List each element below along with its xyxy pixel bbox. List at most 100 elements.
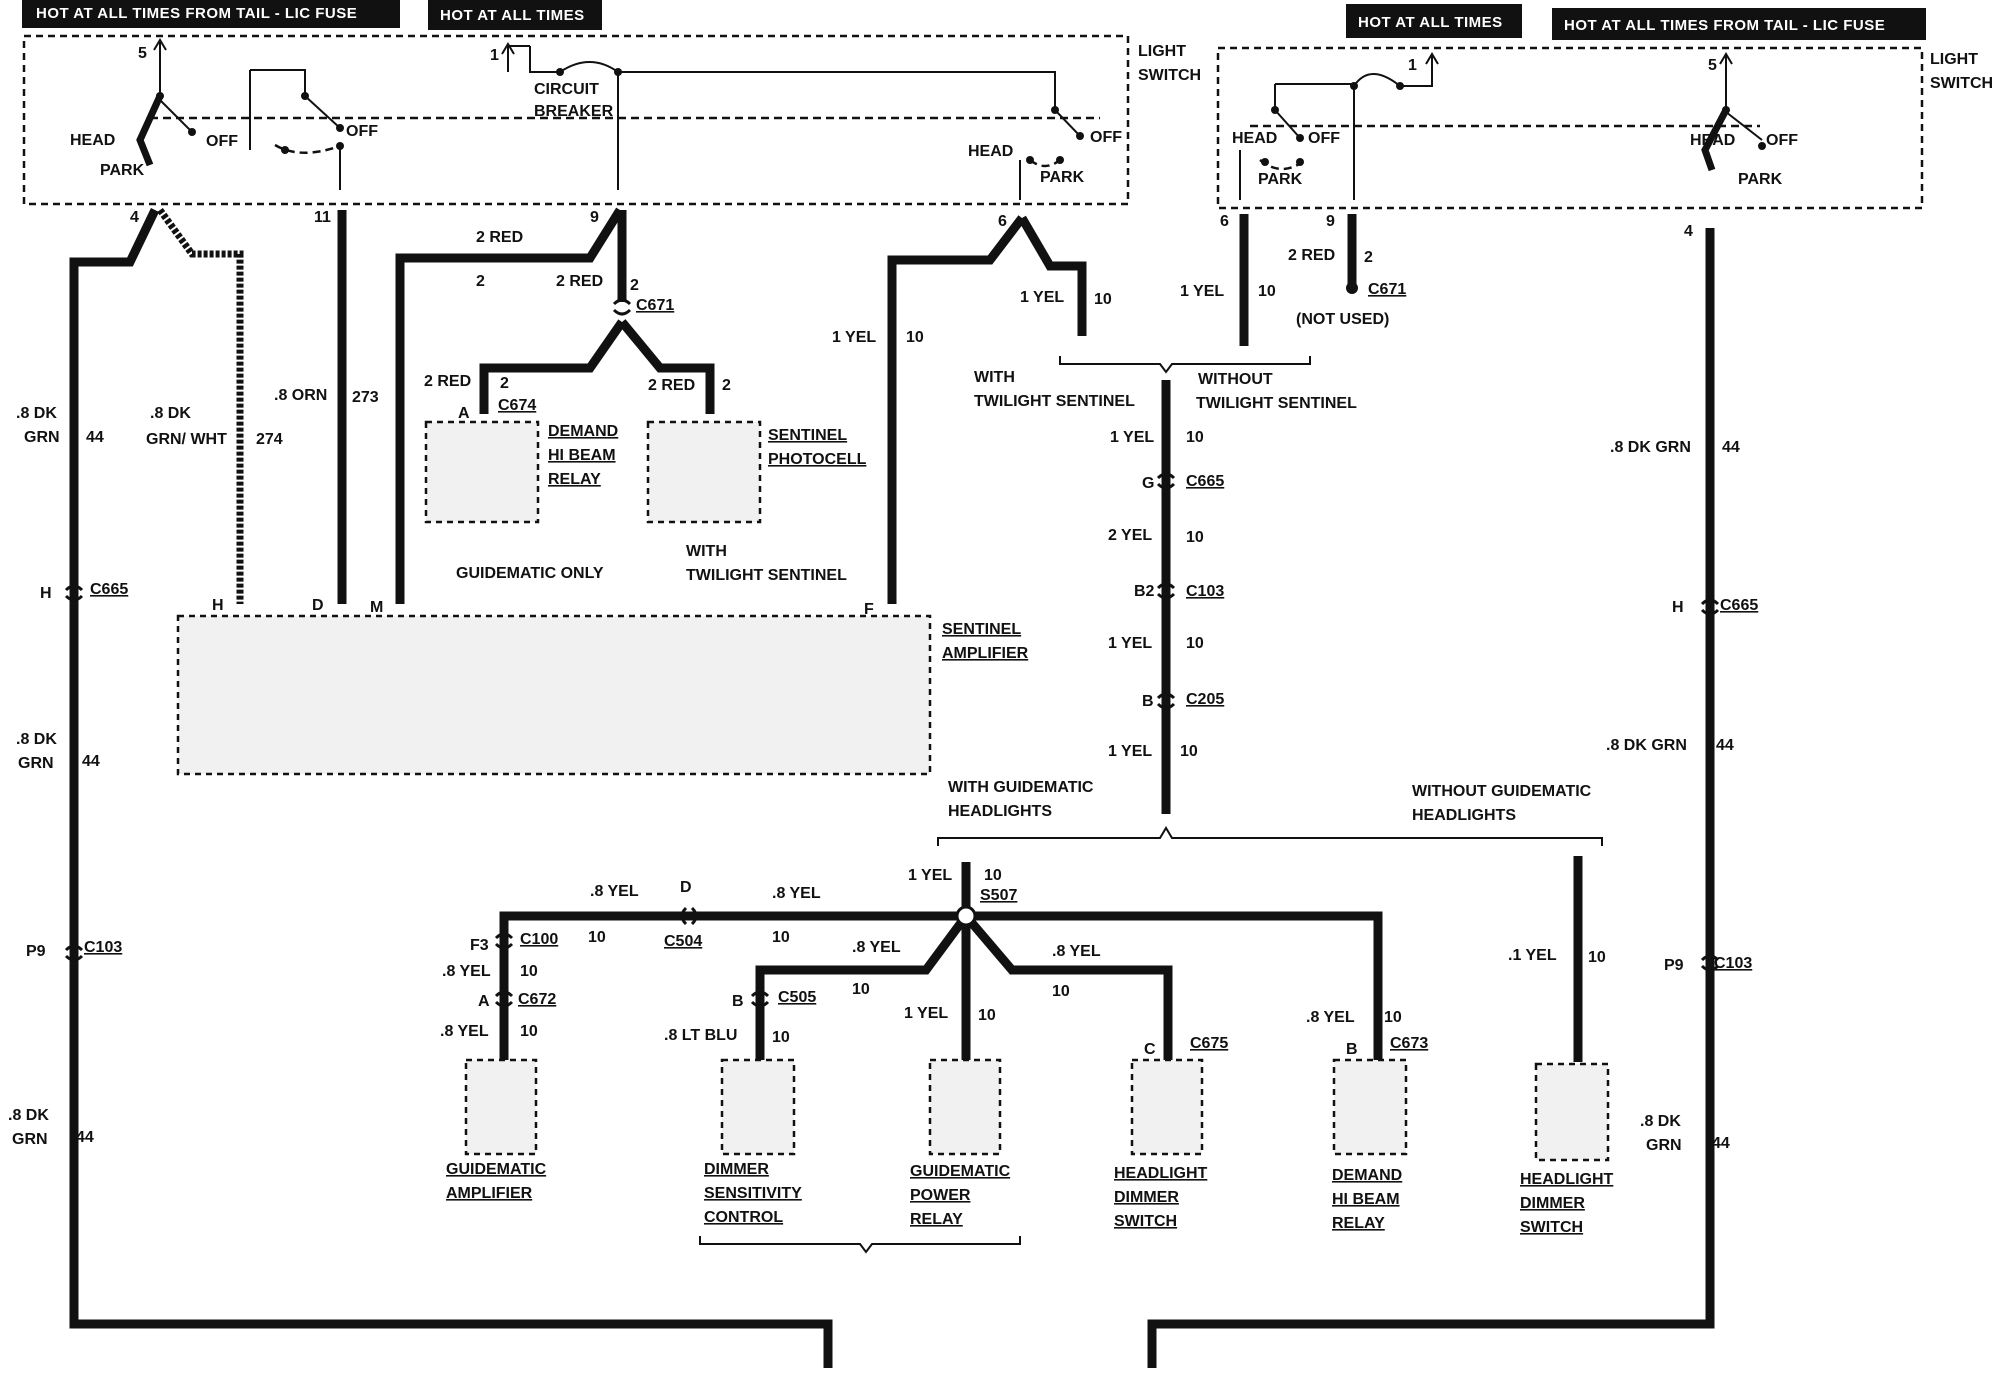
light-switch-right-box (1216, 46, 1924, 210)
banner-right-hot: HOT AT ALL TIMES (1346, 4, 1522, 38)
svg-text:GRN: GRN (18, 755, 54, 772)
pin-label: 6 (1220, 213, 1229, 230)
svg-text:C: C (1144, 1041, 1156, 1058)
svg-text:TWILIGHT SENTINEL: TWILIGHT SENTINEL (1196, 395, 1357, 412)
svg-text:.8 DK: .8 DK (150, 405, 191, 422)
svg-text:POWER: POWER (910, 1187, 971, 1204)
svg-text:DIMMER: DIMMER (1520, 1195, 1585, 1212)
switch-park-label: PARK (100, 162, 145, 179)
svg-text:.8 DK: .8 DK (1640, 1113, 1681, 1130)
svg-text:44: 44 (1722, 439, 1740, 456)
svg-text:.8 DK: .8 DK (16, 731, 57, 748)
switch-off-label: OFF (346, 123, 378, 140)
connector-labels: C665 H C103 P9 C665 H C103 P9 C671 C671 … (26, 281, 1758, 1058)
svg-text:A: A (458, 405, 470, 422)
svg-text:HEADLIGHTS: HEADLIGHTS (948, 803, 1052, 820)
svg-text:C665: C665 (1186, 473, 1224, 490)
svg-text:C671: C671 (636, 297, 674, 314)
wire-yel-branch-b (755, 913, 970, 1060)
wire-dk-grn-right (1147, 228, 1715, 1368)
svg-text:2: 2 (722, 377, 731, 394)
svg-text:WITH: WITH (974, 369, 1015, 386)
svg-text:.8 YEL: .8 YEL (590, 883, 639, 900)
svg-text:44: 44 (86, 429, 104, 446)
wire-yel-branch-c (962, 913, 1173, 1060)
headlight-dimmer-switch-2-box (1534, 1062, 1610, 1162)
svg-text:2 YEL: 2 YEL (1108, 527, 1152, 544)
wire-red-c674 (479, 319, 626, 414)
switch-park-label: PARK (1258, 171, 1303, 188)
svg-text:SWITCH: SWITCH (1520, 1219, 1583, 1236)
switch-off-label: OFF (206, 133, 238, 150)
pin-label: 5 (138, 45, 147, 62)
svg-text:C671: C671 (1368, 281, 1406, 298)
sentinel-photocell-label: SENTINEL (768, 427, 847, 444)
svg-text:GUIDEMATIC ONLY: GUIDEMATIC ONLY (456, 565, 604, 582)
wire-red-2 (395, 207, 624, 604)
svg-text:2: 2 (500, 375, 509, 392)
sentinel-photocell-box (646, 420, 762, 524)
wire-yel-f (887, 215, 1026, 604)
svg-text:B: B (732, 993, 744, 1010)
svg-text:WITH: WITH (686, 543, 727, 560)
svg-text:1 YEL: 1 YEL (1180, 283, 1224, 300)
svg-text:44: 44 (82, 753, 100, 770)
banner-left-hot: HOT AT ALL TIMES (428, 0, 602, 30)
banner-left-tail-text: HOT AT ALL TIMES FROM TAIL - LIC FUSE (36, 5, 357, 22)
switch-head-label: HEAD (968, 143, 1013, 160)
svg-text:RELAY: RELAY (910, 1211, 963, 1228)
svg-text:B: B (1142, 693, 1154, 710)
svg-text:H: H (40, 585, 52, 602)
svg-text:.8 YEL: .8 YEL (442, 963, 491, 980)
headlight-dimmer-switch-2-label: HEADLIGHT (1520, 1171, 1614, 1188)
svg-text:C103: C103 (84, 939, 122, 956)
banner-right-tail-text: HOT AT ALL TIMES FROM TAIL - LIC FUSE (1564, 17, 1885, 34)
svg-text:DIMMER: DIMMER (1114, 1189, 1179, 1206)
svg-text:SENSITIVITY: SENSITIVITY (704, 1185, 802, 1202)
svg-text:HEADLIGHTS: HEADLIGHTS (1412, 807, 1516, 824)
svg-text:GRN: GRN (24, 429, 60, 446)
svg-text:S507: S507 (980, 887, 1017, 904)
svg-text:10: 10 (978, 1007, 996, 1024)
svg-text:.8 YEL: .8 YEL (440, 1023, 489, 1040)
svg-text:274: 274 (256, 431, 283, 448)
guidematic-power-relay-label: GUIDEMATIC (910, 1163, 1011, 1180)
demand-relay-2-label: DEMAND (1332, 1167, 1402, 1184)
svg-text:2: 2 (476, 273, 485, 290)
svg-text:1 YEL: 1 YEL (908, 867, 952, 884)
svg-text:A: A (478, 993, 490, 1010)
notes: GUIDEMATIC ONLY WITH TWILIGHT SENTINEL W… (456, 369, 1592, 824)
banner-right-tail: HOT AT ALL TIMES FROM TAIL - LIC FUSE (1552, 8, 1926, 40)
svg-text:C665: C665 (1720, 597, 1758, 614)
svg-text:RELAY: RELAY (548, 471, 601, 488)
svg-text:TWILIGHT SENTINEL: TWILIGHT SENTINEL (974, 393, 1135, 410)
svg-text:G: G (1142, 475, 1154, 492)
svg-text:M: M (370, 599, 383, 616)
banner-left-tail: HOT AT ALL TIMES FROM TAIL - LIC FUSE (22, 0, 400, 28)
headlight-dimmer-switch-label: HEADLIGHT (1114, 1165, 1208, 1182)
svg-text:10: 10 (1094, 291, 1112, 308)
svg-text:2 RED: 2 RED (556, 273, 603, 290)
wire-yel-with-tw (1018, 215, 1087, 336)
svg-text:P9: P9 (1664, 957, 1684, 974)
svg-text:GRN: GRN (12, 1131, 48, 1148)
light-switch-left-title2: SWITCH (1138, 67, 1201, 84)
light-switch-right: LIGHT SWITCH 1 HEAD OFF PARK 5 HEAD OFF … (1216, 46, 1993, 240)
connector-markers (64, 298, 1720, 1008)
demand-hi-beam-relay-box (424, 420, 540, 524)
svg-text:1 YEL: 1 YEL (1108, 635, 1152, 652)
svg-text:GRN/ WHT: GRN/ WHT (146, 431, 227, 448)
light-switch-left-box (22, 34, 1130, 206)
component-labels: DEMAND HI BEAM RELAY SENTINEL PHOTOCELL … (446, 423, 1614, 1236)
svg-text:44: 44 (1716, 737, 1734, 754)
svg-text:1 YEL: 1 YEL (1110, 429, 1154, 446)
svg-text:C103: C103 (1186, 583, 1224, 600)
pin-label: 4 (1684, 223, 1693, 240)
svg-text:10: 10 (520, 963, 538, 980)
wire-dk-grn-left (69, 208, 833, 1368)
svg-text:1 YEL: 1 YEL (832, 329, 876, 346)
svg-text:2: 2 (630, 277, 639, 294)
svg-text:273: 273 (352, 389, 379, 406)
svg-text:PHOTOCELL: PHOTOCELL (768, 451, 867, 468)
